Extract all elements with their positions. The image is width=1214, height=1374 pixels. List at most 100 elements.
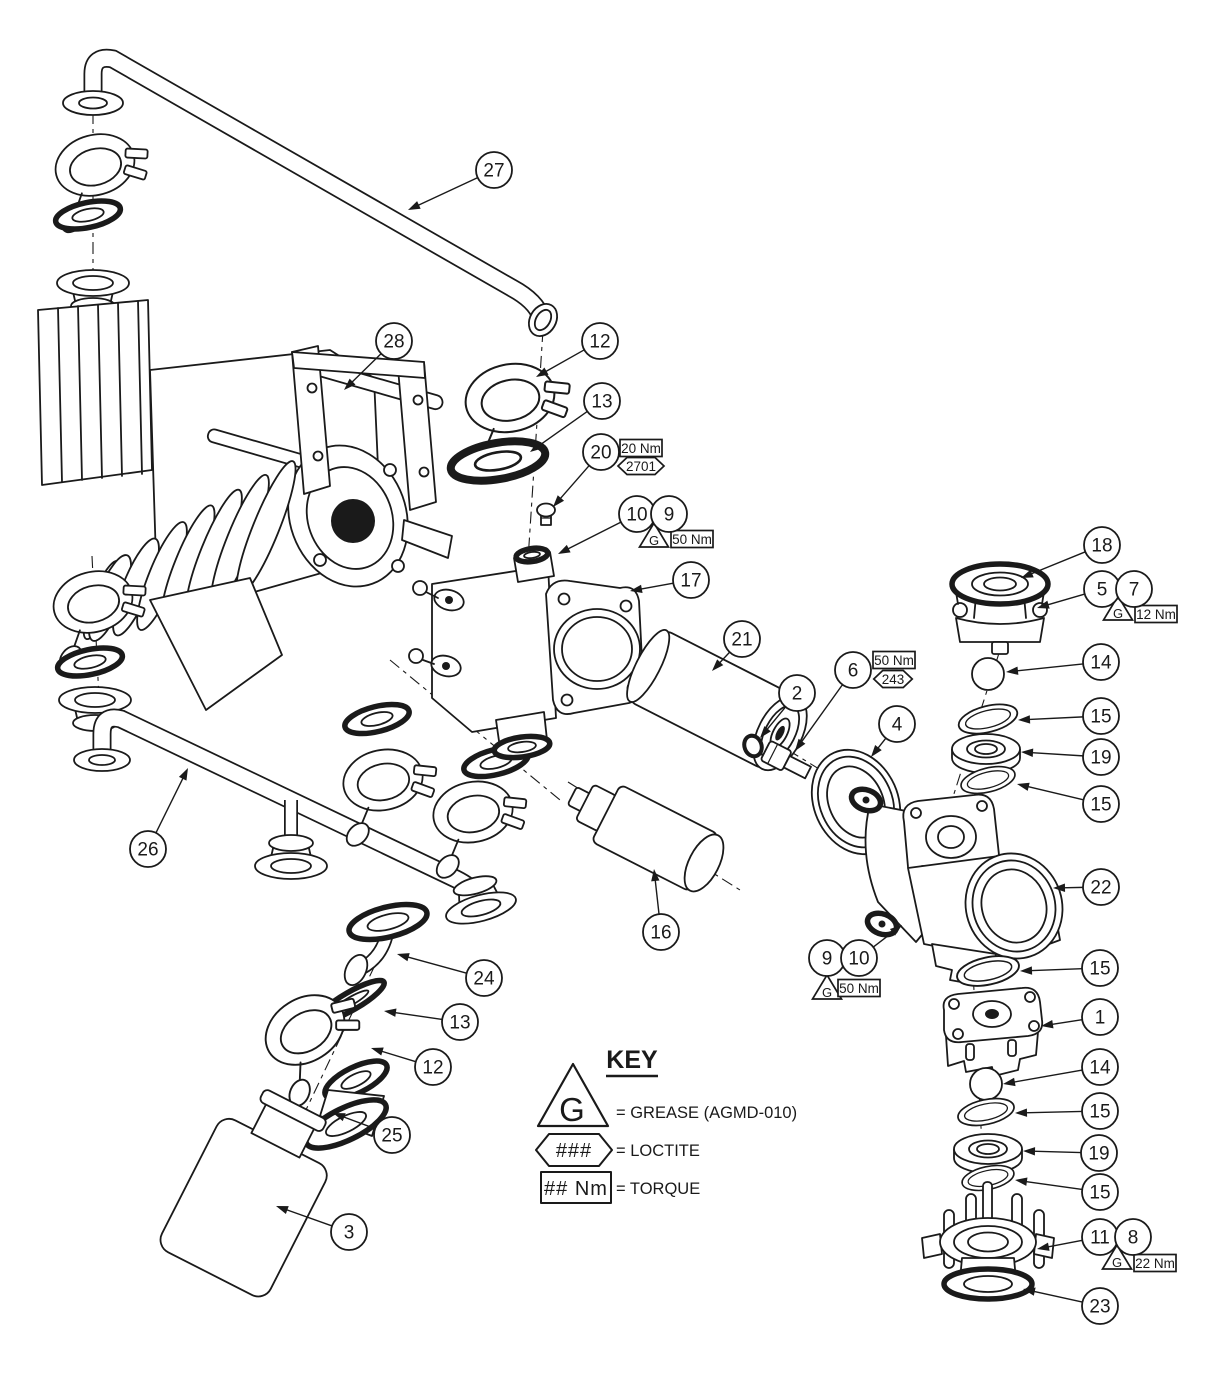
balloon-circle bbox=[582, 433, 620, 471]
part-ball-14-lower bbox=[969, 1067, 1003, 1101]
grease-annotation: G bbox=[637, 521, 671, 548]
balloon-number: 2 bbox=[792, 684, 803, 705]
grease-triangle-icon bbox=[637, 521, 671, 548]
part-oring-15-d bbox=[954, 1093, 1018, 1131]
balloon-circle bbox=[583, 382, 621, 420]
balloon-number: 8 bbox=[1128, 1228, 1139, 1249]
torque-box-icon bbox=[619, 438, 663, 458]
balloon-circle bbox=[129, 830, 167, 868]
torque-value: 22 Nm bbox=[1135, 1256, 1175, 1271]
leader-line bbox=[1014, 663, 1084, 672]
callout-11: 11 bbox=[1037, 1218, 1119, 1256]
loctite-hexagon-icon bbox=[872, 669, 914, 689]
balloon-number: 14 bbox=[1090, 653, 1112, 674]
callout-20: 20 bbox=[553, 433, 620, 507]
leader-arrowhead bbox=[1017, 782, 1030, 791]
balloon-number: 15 bbox=[1090, 795, 1111, 816]
balloon-circle bbox=[1114, 1218, 1152, 1256]
balloon-number: 23 bbox=[1089, 1297, 1110, 1318]
callout-2: 2 bbox=[760, 674, 816, 738]
balloon-number: 7 bbox=[1129, 580, 1140, 601]
leader-line bbox=[415, 176, 478, 207]
balloon-number: 13 bbox=[591, 392, 612, 413]
callout-23: 23 bbox=[1023, 1287, 1119, 1325]
leader-line bbox=[1031, 1150, 1082, 1154]
leader-line bbox=[341, 1115, 376, 1130]
part-gasket-left-mid bbox=[55, 643, 125, 681]
balloon-number: 12 bbox=[589, 332, 610, 353]
leader-line bbox=[1025, 785, 1084, 801]
leader-line bbox=[799, 684, 844, 745]
balloon-circle bbox=[373, 1116, 411, 1154]
callout-13: 13 bbox=[384, 1003, 479, 1041]
part-bracket-28 bbox=[291, 345, 437, 511]
grease-symbol-letter: G bbox=[1112, 1255, 1122, 1270]
grease-triangle-icon bbox=[1100, 1243, 1134, 1270]
balloon-circle bbox=[1082, 738, 1120, 776]
loctite-value: 2701 bbox=[626, 459, 656, 474]
part-cylinder-16 bbox=[567, 784, 725, 893]
balloon-circle bbox=[441, 1003, 479, 1041]
leader-line bbox=[558, 465, 590, 501]
torque-box-icon bbox=[540, 1171, 612, 1204]
torque-symbol-text: ## Nm bbox=[544, 1178, 608, 1200]
balloon-circle bbox=[1115, 570, 1153, 608]
part-gasket-top-left bbox=[53, 196, 123, 234]
leader-line bbox=[543, 349, 585, 374]
part-oring-2 bbox=[742, 733, 764, 759]
torque-label: = TORQUE bbox=[616, 1180, 700, 1198]
key-title: KEY bbox=[606, 1046, 658, 1074]
balloon-circle bbox=[778, 674, 816, 712]
balloon-circle bbox=[1081, 1173, 1119, 1211]
loctite-symbol-text: ### bbox=[556, 1140, 592, 1162]
balloon-circle bbox=[375, 322, 413, 360]
callout-3: 3 bbox=[276, 1206, 368, 1251]
balloon-number: 13 bbox=[449, 1013, 470, 1034]
balloon-number: 21 bbox=[731, 630, 752, 651]
leader-arrowhead bbox=[1021, 748, 1034, 757]
grease-annotation: G bbox=[810, 973, 844, 1000]
callout-19: 19 bbox=[1023, 1134, 1118, 1172]
callout-28: 28 bbox=[344, 322, 413, 390]
leader-arrowhead bbox=[1015, 1108, 1028, 1117]
balloon-circle bbox=[878, 705, 916, 743]
leader-arrowhead bbox=[276, 1206, 289, 1214]
torque-box-icon bbox=[837, 978, 881, 998]
leader-arrowhead bbox=[1041, 1020, 1054, 1029]
balloon-number: 12 bbox=[422, 1058, 443, 1079]
torque-annotation: 20 Nm bbox=[619, 438, 663, 458]
callout-7: 7 bbox=[1115, 570, 1153, 608]
leader-line bbox=[1011, 1069, 1083, 1084]
leader-line bbox=[872, 929, 896, 948]
leader-arrowhead bbox=[344, 378, 356, 390]
torque-annotation: 50 Nm bbox=[872, 650, 916, 670]
leader-line bbox=[1023, 1110, 1083, 1114]
leader-line bbox=[379, 1049, 416, 1063]
leader-arrowhead bbox=[1018, 715, 1031, 724]
torque-box-icon bbox=[1134, 604, 1178, 624]
part-bolt-20 bbox=[536, 502, 556, 526]
callout-9: 9 bbox=[808, 939, 846, 977]
grease-triangle-icon bbox=[536, 1062, 610, 1128]
torque-value: 50 Nm bbox=[672, 532, 712, 547]
key-legend: KEY G = GREASE (AGMD-010) ### = LOCTITE … bbox=[535, 1046, 797, 1204]
balloon-circle bbox=[330, 1213, 368, 1251]
balloon-circle bbox=[834, 651, 872, 689]
leader-line bbox=[155, 775, 185, 834]
part-cylinder-21 bbox=[626, 628, 808, 772]
callout-16: 16 bbox=[642, 869, 680, 951]
leader-arrowhead bbox=[795, 738, 806, 751]
grease-symbol-letter: G bbox=[649, 533, 659, 548]
loctite-annotation: 243 bbox=[872, 669, 914, 689]
loctite-hexagon-icon bbox=[535, 1133, 613, 1167]
torque-annotation: 12 Nm bbox=[1134, 604, 1178, 624]
loctite-label: = LOCTITE bbox=[616, 1142, 700, 1160]
leader-arrowhead bbox=[408, 201, 421, 210]
leader-arrowhead bbox=[1015, 1177, 1028, 1186]
part-seat-19-upper bbox=[951, 733, 1021, 774]
callout-27: 27 bbox=[408, 151, 513, 210]
balloon-number: 22 bbox=[1090, 878, 1111, 899]
balloon-number: 11 bbox=[1090, 1228, 1110, 1249]
